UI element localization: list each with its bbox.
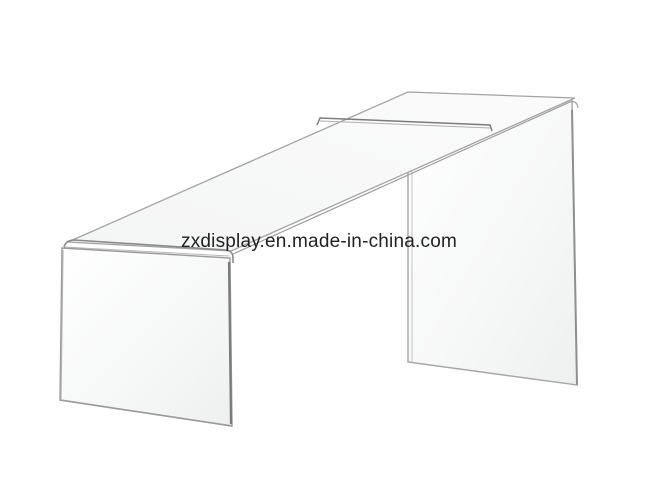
front-panel xyxy=(59,247,233,427)
watermark-text: zxdisplay.en.made-in-china.com xyxy=(181,231,457,252)
back-panel xyxy=(407,94,578,386)
top-shelf xyxy=(63,91,579,263)
